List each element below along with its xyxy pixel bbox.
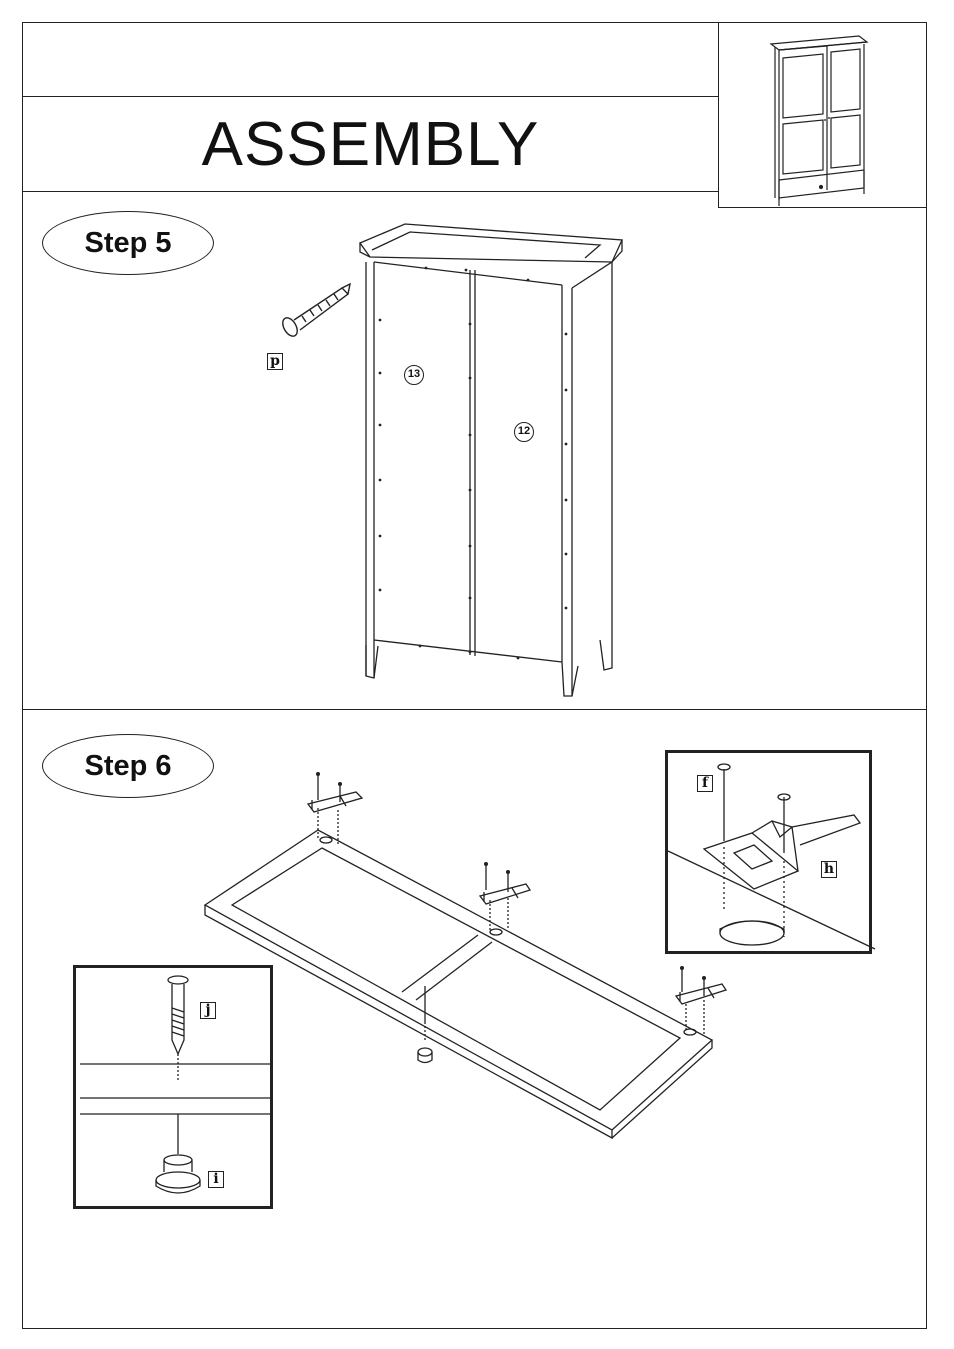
step-divider (22, 709, 927, 710)
page-title: ASSEMBLY (22, 97, 719, 193)
foot-icon (76, 968, 276, 1212)
screw-p-tag: p (267, 353, 283, 370)
hinge-detail-panel: f h (665, 750, 872, 954)
screw-icon (280, 280, 360, 340)
title-band: ASSEMBLY (22, 96, 719, 192)
bolt-j-tag: j (200, 1002, 216, 1019)
product-thumbnail (718, 22, 927, 208)
panel-12-label: 12 (514, 422, 534, 442)
screw-f-tag: f (697, 775, 713, 792)
foot-detail-panel: j i (73, 965, 273, 1209)
hinge-h-tag: h (821, 861, 837, 878)
wardrobe-thumbnail-icon (719, 22, 928, 208)
panel-13-label: 13 (404, 365, 424, 385)
foot-i-tag: i (208, 1171, 224, 1188)
step-5-wardrobe-back-illustration (0, 210, 954, 710)
